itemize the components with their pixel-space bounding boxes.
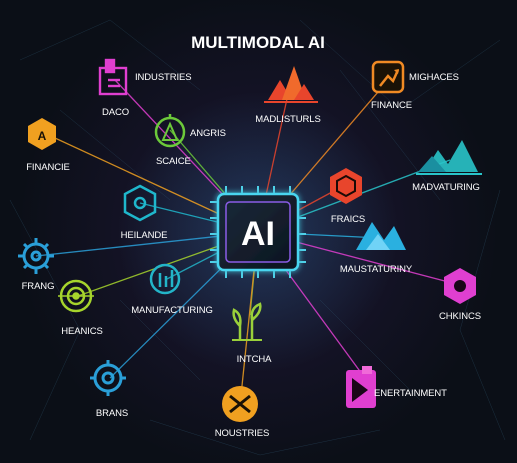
node-label-scaice: SCAICE xyxy=(156,156,191,167)
node-label-industries: INDUSTRIES xyxy=(135,72,192,83)
chip-pins xyxy=(210,186,306,278)
node-label-chkincs: CHKINCS xyxy=(439,311,481,322)
ai-hub: AI xyxy=(210,186,306,278)
node-label-fraics: FRAICS xyxy=(331,214,365,225)
factory-icon xyxy=(98,58,128,96)
tools-icon xyxy=(222,386,258,422)
node-label-brans: BRANS xyxy=(96,408,128,419)
node-label-intcha: INTCHA xyxy=(237,354,273,365)
cog-icon xyxy=(90,360,126,396)
node-label-madvaturing: MADVATURING xyxy=(412,182,480,193)
node-madvaturing: MADVATURING xyxy=(412,140,482,193)
gauge-icon xyxy=(149,263,181,295)
node-industries: INDUSTRIES DACO xyxy=(98,58,192,118)
node-madlisturls: MADLISTURLS xyxy=(255,66,321,125)
diagram-title: MULTIMODAL AI xyxy=(191,33,325,52)
node-label-entertainment: ENERTAINMENT xyxy=(374,388,447,399)
hub-label: AI xyxy=(241,215,275,253)
node-entertainment: ENERTAINMENT xyxy=(346,366,447,408)
node-label-madlisturls: MADLISTURLS xyxy=(255,114,320,125)
growth-arrow-icon xyxy=(371,60,405,94)
node-label-angris: ANGRIS xyxy=(190,128,226,139)
node-label-mighaces: MIGHACES xyxy=(409,72,459,83)
crystal-icon xyxy=(356,222,406,250)
mountains-icon xyxy=(264,66,318,103)
target-icon xyxy=(58,279,94,313)
node-manufacturing: MANUFACTURING xyxy=(131,263,213,316)
node-label-heanics: HEANICS xyxy=(61,326,103,337)
timer-icon xyxy=(154,114,186,148)
node-label-finance: FINANCE xyxy=(371,100,412,111)
cog-icon xyxy=(18,238,54,274)
node-noustries: NOUSTRIES xyxy=(215,386,270,439)
background-mesh xyxy=(9,19,506,456)
node-label-maustaturiny: MAUSTATURINY xyxy=(340,264,413,275)
hexagon-icon xyxy=(330,168,362,204)
chip-body xyxy=(216,192,300,272)
node-maustaturiny: MAUSTATURINY xyxy=(340,222,413,275)
node-heilande: HEILANDE xyxy=(121,184,168,241)
node-financie: A FINANCIE xyxy=(26,118,70,173)
hex-flower-icon xyxy=(444,268,476,304)
node-label-noustries: NOUSTRIES xyxy=(215,428,270,439)
peaks-icon xyxy=(416,140,482,175)
node-label-heilande: HEILANDE xyxy=(121,230,168,241)
node-intcha: INTCHA xyxy=(232,302,273,365)
node-label-frang: FRANG xyxy=(22,281,55,292)
plant-icon xyxy=(232,302,262,341)
node-chkincs: CHKINCS xyxy=(439,268,481,322)
chip-inner-frame xyxy=(225,201,291,263)
svg-text:A: A xyxy=(38,129,47,143)
node-angris: ANGRIS SCAICE xyxy=(154,114,226,167)
finance-emblem-icon: A xyxy=(28,118,56,150)
node-mighaces: MIGHACES FINANCE xyxy=(371,60,459,111)
entertainment-icon xyxy=(346,366,376,408)
node-frang: FRANG xyxy=(18,238,54,292)
hex-cog-icon xyxy=(123,184,157,222)
node-heanics: HEANICS xyxy=(58,279,103,337)
node-fraics: FRAICS xyxy=(330,168,365,225)
node-label-financie: FINANCIE xyxy=(26,162,70,173)
node-label-daco: DACO xyxy=(102,107,129,118)
node-label-manufacturing: MANUFACTURING xyxy=(131,305,213,316)
node-brans: BRANS xyxy=(90,360,128,419)
